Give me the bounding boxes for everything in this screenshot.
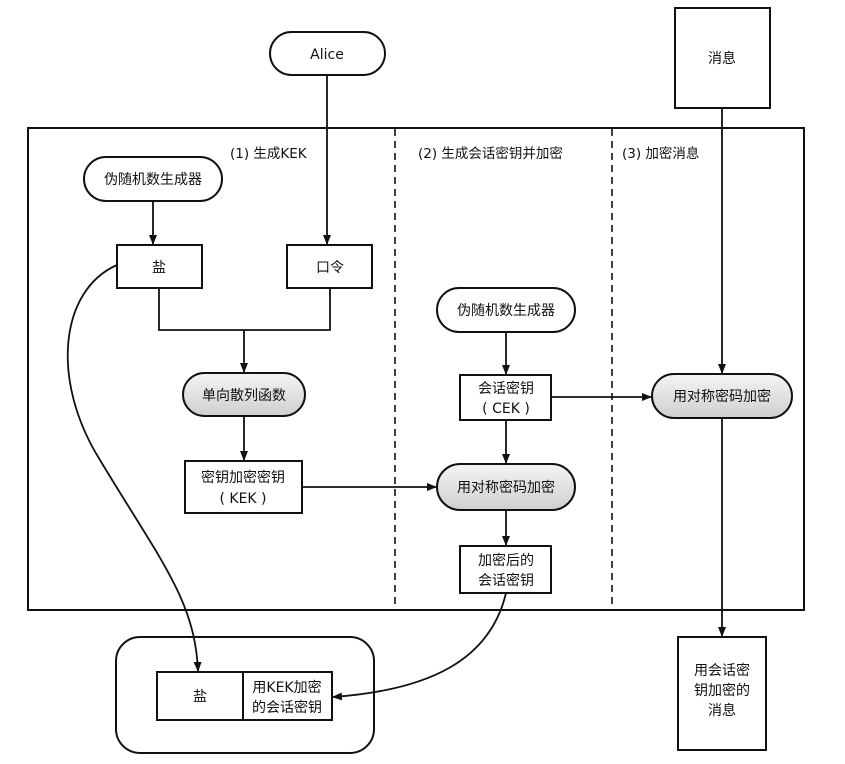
section-3-header: (3) 加密消息 <box>622 145 699 162</box>
encrypt-message-label: 用对称密码加密 <box>673 388 771 405</box>
alice-label: Alice <box>310 47 344 63</box>
prng-node-2: 伪随机数生成器 <box>436 287 576 333</box>
prng-node-1: 伪随机数生成器 <box>83 156 223 202</box>
kek-label-1: 密钥加密密钥 <box>201 469 285 486</box>
stored-salt-cell <box>156 671 244 721</box>
cek-label-1: 会话密钥 <box>478 380 534 397</box>
prng-label-1: 伪随机数生成器 <box>104 172 202 188</box>
salt-label: 盐 <box>152 260 166 276</box>
encrypted-cek-label-1: 加密后的 <box>478 552 534 569</box>
encrypted-cek-node: 加密后的 会话密钥 <box>459 545 552 594</box>
arrow-salt-to-store <box>66 264 202 672</box>
encrypt-message-node: 用对称密码加密 <box>651 373 793 419</box>
hash-label: 单向散列函数 <box>202 388 286 404</box>
stored-key-cell <box>242 671 333 721</box>
merge-salt-password <box>158 288 331 331</box>
encrypted-message-label-3: 消息 <box>708 702 736 719</box>
password-node: 口令 <box>286 244 373 289</box>
prng-label-2: 伪随机数生成器 <box>457 303 555 319</box>
encrypted-message-label-1: 用会话密 <box>694 662 750 679</box>
password-label: 口令 <box>316 260 344 276</box>
section-1-header: (1) 生成KEK <box>230 146 308 162</box>
salt-node: 盐 <box>116 244 203 289</box>
encrypted-message-label-2: 钥加密的 <box>694 682 750 699</box>
stored-key-label-1: 用KEK加密 <box>252 679 321 696</box>
alice-node: Alice <box>269 31 386 76</box>
encrypted-cek-label-2: 会话密钥 <box>478 572 534 589</box>
arrow-encrypted-cek-to-store <box>332 592 507 701</box>
process-frame <box>27 127 805 611</box>
stored-key-label-2: 的会话密钥 <box>252 699 322 716</box>
message-node: 消息 <box>674 7 771 109</box>
stored-output: 盐 用KEK加密 的会话密钥 <box>115 636 375 754</box>
cek-label-2: ( CEK ) <box>482 401 530 417</box>
encrypt-cek-node: 用对称密码加密 <box>436 463 576 511</box>
cek-node: 会话密钥 ( CEK ) <box>459 374 552 421</box>
encrypted-message-node: 用会话密 钥加密的 消息 <box>677 636 767 751</box>
section-2-header: (2) 生成会话密钥并加密 <box>418 145 563 162</box>
kek-label-2: ( KEK ) <box>219 491 266 507</box>
connectors <box>66 75 726 701</box>
kek-node: 密钥加密密钥 ( KEK ) <box>184 460 303 514</box>
encrypt-cek-label: 用对称密码加密 <box>457 479 555 496</box>
message-label: 消息 <box>708 50 736 67</box>
stored-salt-label: 盐 <box>193 689 207 705</box>
hash-node: 单向散列函数 <box>182 372 306 417</box>
